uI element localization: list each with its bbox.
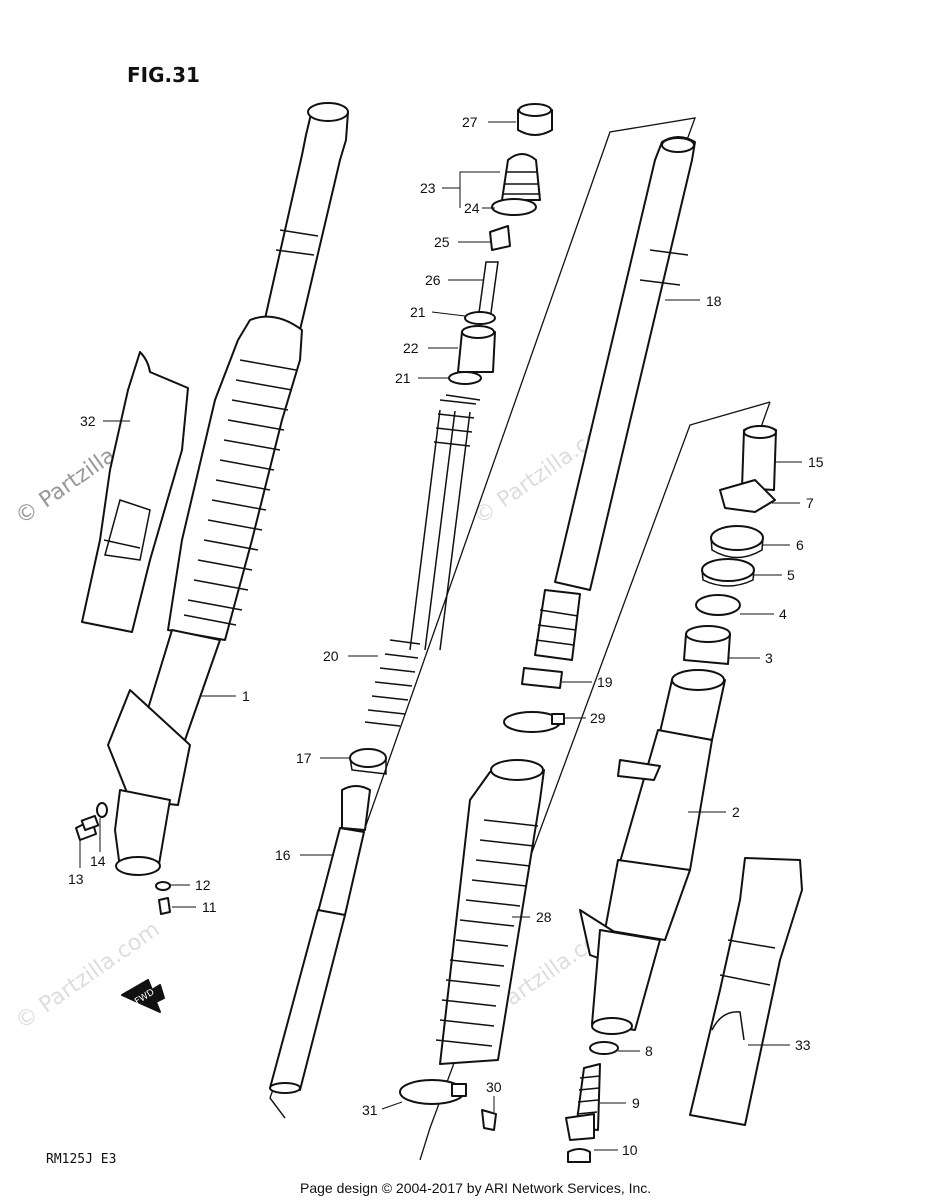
part-28-fork-boot xyxy=(435,759,545,1065)
bottom-parts-right xyxy=(565,1041,619,1163)
callout-18: 18 xyxy=(706,293,722,309)
callout-21-lower: 21 xyxy=(395,370,411,386)
callout-2: 2 xyxy=(732,804,740,820)
callout-1: 1 xyxy=(242,688,250,704)
seal-stack xyxy=(683,425,777,665)
callout-32: 32 xyxy=(80,413,96,429)
small-bolts-left xyxy=(75,802,171,915)
part-30-bolt xyxy=(481,1109,497,1131)
callout-33: 33 xyxy=(795,1037,811,1053)
callout-12: 12 xyxy=(195,877,211,893)
part-18-inner-tube xyxy=(534,136,696,661)
part-2-outer-tube xyxy=(579,669,726,1035)
callout-24: 24 xyxy=(464,200,480,216)
callout-16: 16 xyxy=(275,847,291,863)
callout-9: 9 xyxy=(632,1095,640,1111)
callout-27: 27 xyxy=(462,114,478,130)
forward-arrow: FWD xyxy=(121,979,165,1013)
callout-26: 26 xyxy=(425,272,441,288)
callout-22: 22 xyxy=(403,340,419,356)
part-29-clamp xyxy=(503,711,565,733)
callout-6: 6 xyxy=(796,537,804,553)
watermark-bottom-left: © Partzilla.com xyxy=(11,917,164,1035)
callouts: 27 23 24 25 26 21 22 21 18 32 15 7 xyxy=(68,114,824,1158)
damper-assembly xyxy=(269,103,553,1094)
callout-19: 19 xyxy=(597,674,613,690)
callout-29: 29 xyxy=(590,710,606,726)
callout-28: 28 xyxy=(536,909,552,925)
callout-10: 10 xyxy=(622,1142,638,1158)
part-1-outer-fork-leg xyxy=(107,102,349,876)
callout-25: 25 xyxy=(434,234,450,250)
callout-5: 5 xyxy=(787,567,795,583)
callout-31: 31 xyxy=(362,1102,378,1118)
callout-13: 13 xyxy=(68,871,84,887)
callout-17: 17 xyxy=(296,750,312,766)
footer-copyright: Page design © 2004-2017 by ARI Network S… xyxy=(300,1180,651,1196)
part-19-bushing xyxy=(521,667,563,689)
callout-23: 23 xyxy=(420,180,436,196)
callout-30: 30 xyxy=(486,1079,502,1095)
callout-11: 11 xyxy=(202,899,217,915)
callout-7: 7 xyxy=(806,495,814,511)
callout-21-upper: 21 xyxy=(410,304,426,320)
model-code: RM125J E3 xyxy=(46,1152,116,1167)
callout-20: 20 xyxy=(323,648,339,664)
callout-4: 4 xyxy=(779,606,787,622)
callout-15: 15 xyxy=(808,454,824,470)
part-33-fork-guard-right xyxy=(689,857,803,1126)
callout-3: 3 xyxy=(765,650,773,666)
part-32-fork-guard-left xyxy=(81,351,189,633)
callout-8: 8 xyxy=(645,1043,653,1059)
callout-14: 14 xyxy=(90,853,106,869)
figure-title: FIG.31 xyxy=(127,63,200,87)
part-31-clamp xyxy=(399,1079,467,1105)
